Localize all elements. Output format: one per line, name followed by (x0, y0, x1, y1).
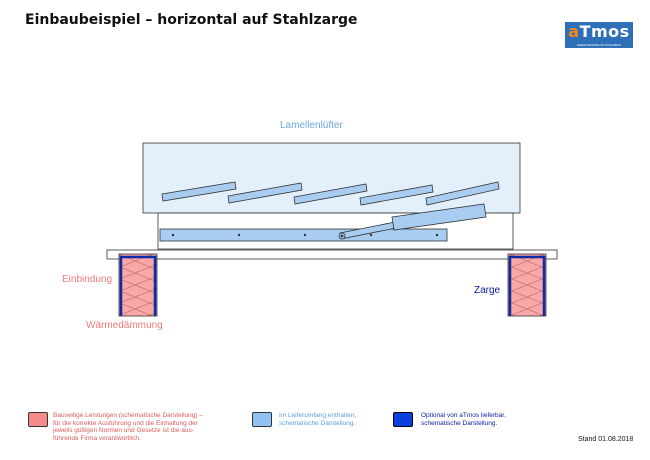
left-steel-frame (118, 253, 158, 317)
lamella-1 (161, 181, 237, 202)
legend-swatch-lieferumfang (252, 412, 272, 427)
lamella-3 (293, 183, 368, 205)
lamella-5 (425, 181, 500, 206)
label-lamellenluefter: Lamellenlüfter (280, 120, 343, 131)
legend-swatch-optional (393, 412, 413, 427)
lamella-2 (227, 182, 303, 204)
stand-date: Stand 01.08.2018 (578, 436, 634, 443)
lamella-4 (359, 184, 434, 206)
right-steel-frame (507, 253, 547, 317)
atmos-logo: aTmos ENERGIESPARLÜFTUNGSBAU (565, 22, 633, 50)
page-title: Einbaubeispiel – horizontal auf Stahlzar… (25, 12, 358, 28)
legend-swatch-bauseitig (28, 412, 48, 427)
drive-cylinder (338, 203, 487, 240)
frame-rail (106, 249, 558, 260)
legend-text-lieferumfang: Im Lieferumfang enthalten, schematische … (279, 412, 357, 427)
logo-tagline: ENERGIESPARLÜFTUNGSBAU (565, 42, 633, 48)
legend-text-bauseitig: Bauseitige Leistungen (schematische Dars… (53, 412, 203, 442)
label-waermedaemmung: Wärmedämmung (86, 320, 163, 331)
legend-text-optional: Optional von aTmos lieferbar, schematisc… (421, 412, 506, 427)
actuator-bar (159, 228, 448, 242)
label-einbindung: Einbindung (62, 274, 113, 285)
lamellas (161, 181, 500, 206)
logo-word: aTmos (565, 22, 633, 42)
label-zarge: Zarge (474, 285, 501, 296)
